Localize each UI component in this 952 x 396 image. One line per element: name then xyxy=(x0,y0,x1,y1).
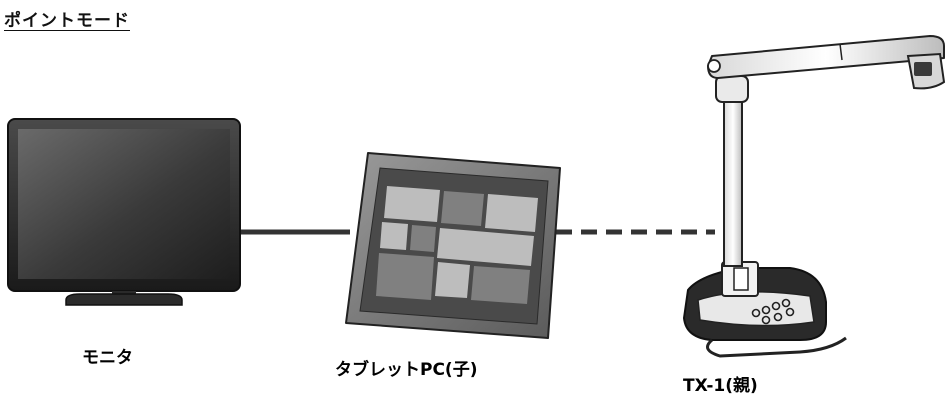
tablet-label: タブレットPC(子) xyxy=(335,355,477,380)
camera-label: TX-1(親) xyxy=(683,371,758,396)
tablet-pc-icon xyxy=(346,153,560,338)
monitor-label: モニタ xyxy=(82,343,133,368)
document-camera-icon xyxy=(684,36,944,356)
monitor-icon xyxy=(8,119,240,305)
